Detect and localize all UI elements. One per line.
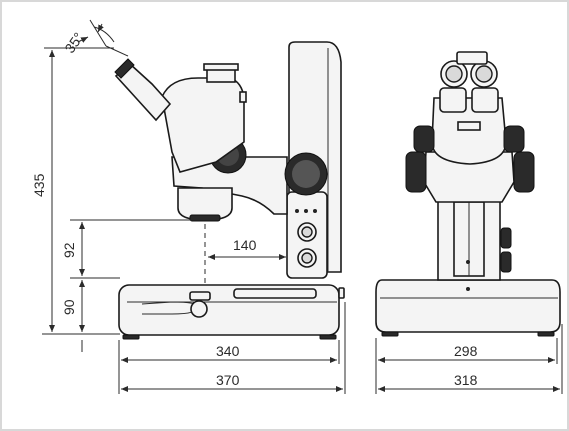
indicator-led-2 (304, 209, 308, 213)
total-width-label: 370 (216, 372, 240, 388)
angle-label: 35° (61, 29, 86, 56)
dim-front-depths: 298 318 (375, 324, 563, 394)
dim-working-height: 92 (61, 219, 202, 276)
total-depth-label: 318 (454, 372, 478, 388)
front-focus-knob-right (513, 151, 535, 193)
dim-angle: 35° (61, 19, 129, 57)
total-height-label: 435 (31, 173, 47, 197)
base-depth-label: 298 (454, 343, 478, 359)
dim-side-widths: 340 370 (118, 302, 346, 394)
side-head (114, 58, 247, 222)
indicator-led-1 (295, 209, 299, 213)
front-head (413, 51, 525, 165)
side-base (118, 284, 345, 340)
front-view: 298 318 (375, 51, 563, 394)
front-knob-upper (500, 227, 512, 249)
front-base (375, 279, 561, 337)
indicator-led-3 (313, 209, 317, 213)
dim-total-height: 435 (31, 47, 114, 332)
front-column (437, 197, 512, 281)
eyepiece-side (114, 58, 135, 79)
reach-label: 140 (233, 237, 257, 253)
base-height-label: 90 (61, 299, 77, 315)
front-zoom-knob-right (503, 125, 525, 153)
front-knob-lower (500, 251, 512, 273)
front-focus-knob-left (405, 151, 427, 193)
base-width-label: 340 (216, 343, 240, 359)
side-arm (171, 136, 328, 215)
working-height-label: 92 (61, 242, 77, 258)
front-carrier (405, 151, 535, 203)
side-view: 35° 435 92 90 140 (31, 19, 346, 394)
dim-reach: 140 (204, 224, 286, 284)
front-zoom-knob-left (413, 125, 435, 153)
dim-base-height: 90 (42, 277, 120, 352)
